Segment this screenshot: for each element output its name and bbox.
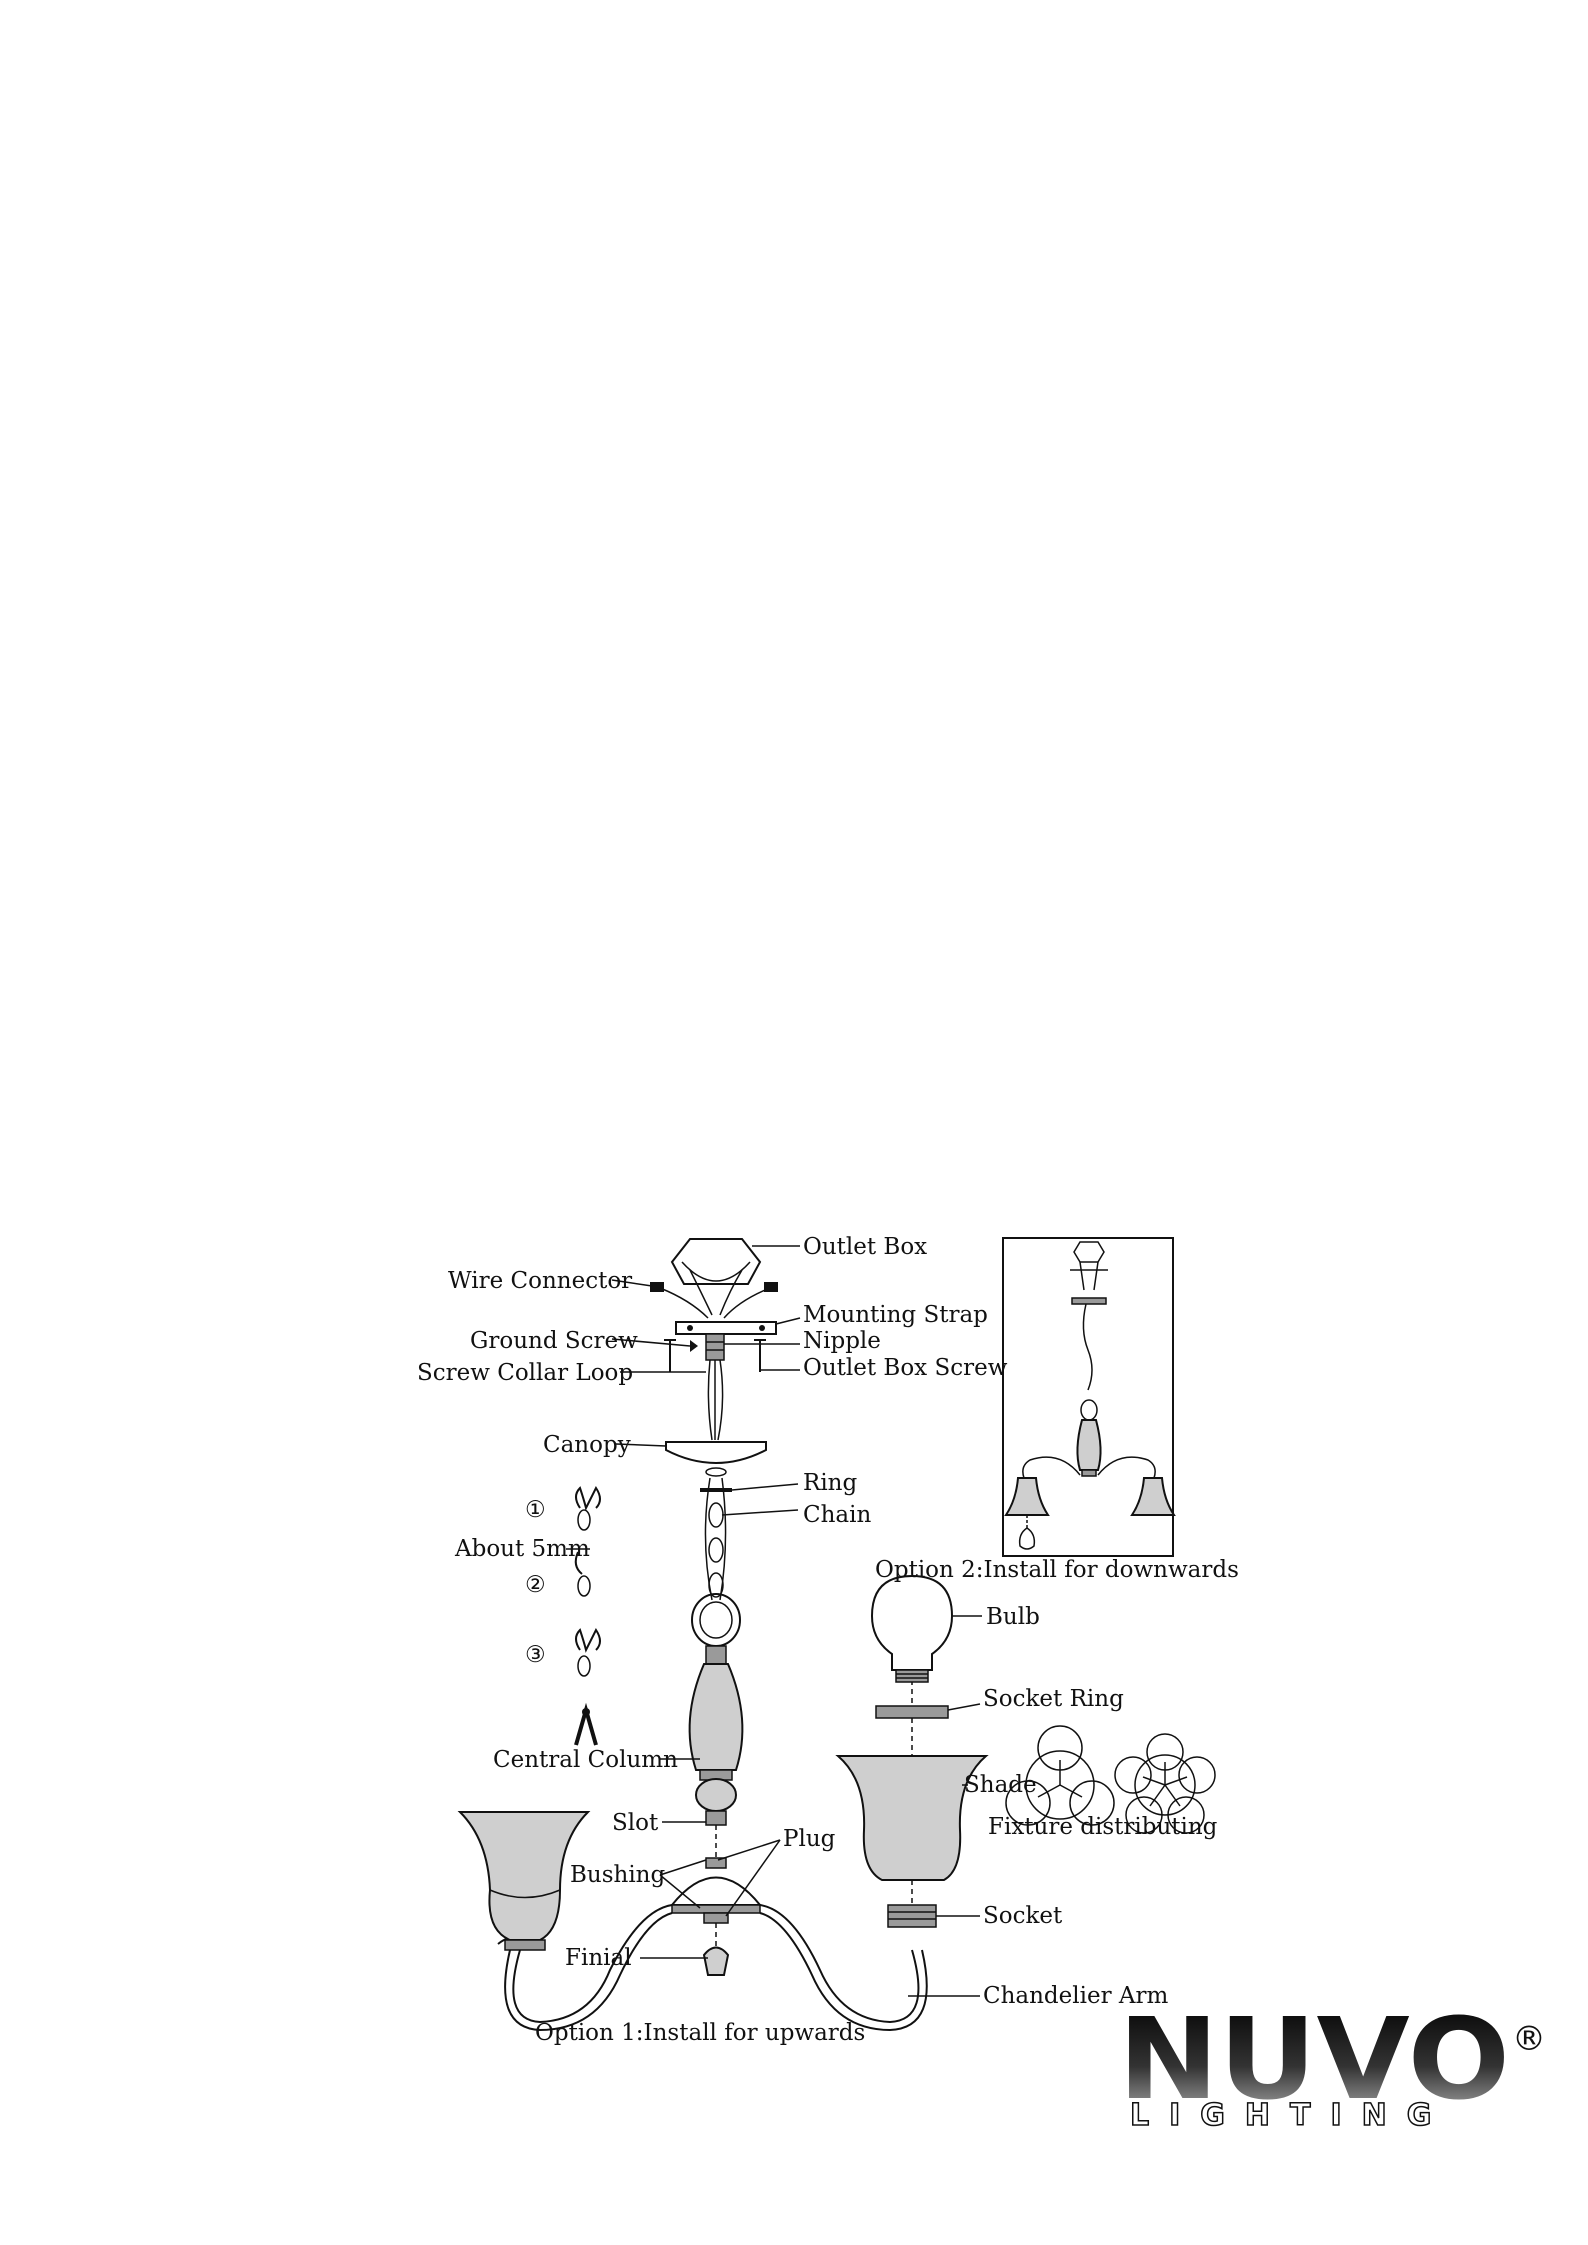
wire-connector-right xyxy=(764,1282,778,1292)
label-option2: Option 2:Install for downwards xyxy=(875,1557,1239,1583)
label-finial: Finial xyxy=(565,1945,632,1971)
label-ground-screw: Ground Screw xyxy=(470,1328,638,1354)
label-chandelier-arm: Chandelier Arm xyxy=(983,1983,1169,2009)
label-about-5mm: About 5mm xyxy=(454,1536,590,1562)
link-half-icon xyxy=(574,1551,591,1597)
label-bulb: Bulb xyxy=(986,1604,1040,1630)
link-closed-icon xyxy=(575,1628,601,1677)
link-open-icon xyxy=(575,1486,601,1531)
three-light-layout xyxy=(1005,1725,1115,1826)
chain-link-steps: ① ② ③ xyxy=(525,1486,601,1746)
chandelier-arm xyxy=(759,1904,920,2024)
label-wire-connector: Wire Connector xyxy=(448,1268,632,1294)
plug-top xyxy=(705,1857,727,1869)
label-canopy: Canopy xyxy=(543,1432,631,1458)
canopy xyxy=(665,1441,767,1464)
slot xyxy=(705,1810,727,1826)
shade xyxy=(835,1755,989,1881)
step-1-marker: ① xyxy=(525,1497,546,1523)
label-socket: Socket xyxy=(983,1903,1063,1929)
bulb xyxy=(870,1574,954,1671)
right-shade-exploded xyxy=(835,1574,989,1928)
label-shade: Shade xyxy=(964,1772,1037,1798)
label-slot: Slot xyxy=(612,1810,659,1836)
label-chain: Chain xyxy=(803,1502,871,1528)
ground-screw xyxy=(690,1340,698,1352)
label-ring: Ring xyxy=(803,1470,857,1496)
socket xyxy=(887,1904,937,1928)
plug-bottom xyxy=(703,1912,729,1924)
outlet-box xyxy=(670,1238,762,1285)
labels: Outlet Box Wire Connector Mounting Strap… xyxy=(417,1234,1239,2046)
label-bushing: Bushing xyxy=(570,1862,666,1888)
pliers-icon xyxy=(574,1702,598,1746)
label-screw-collar-loop: Screw Collar Loop xyxy=(417,1360,633,1386)
label-plug: Plug xyxy=(783,1826,836,1852)
nuvo-lighting-logo: NUVO ® LIGHTING xyxy=(1118,1995,1546,2134)
label-nipple: Nipple xyxy=(803,1328,881,1354)
label-outlet-box: Outlet Box xyxy=(803,1234,927,1260)
label-option1: Option 1:Install for upwards xyxy=(535,2020,865,2046)
nipple xyxy=(705,1333,725,1361)
option2-frame xyxy=(1002,1237,1174,1557)
chandelier-body xyxy=(669,1857,763,1976)
fixture-distribution-diagrams xyxy=(1005,1725,1216,1834)
label-outlet-box-screw: Outlet Box Screw xyxy=(803,1355,1008,1381)
wire-connector-left xyxy=(650,1282,664,1292)
step-2-marker: ② xyxy=(525,1572,546,1598)
option2-inset xyxy=(1002,1237,1176,1557)
logo-subtitle: LIGHTING xyxy=(1130,2098,1451,2133)
canopy-and-chain xyxy=(665,1441,767,1601)
chandelier-arms xyxy=(497,1904,928,2032)
logo-wordmark: NUVO xyxy=(1118,1995,1510,2125)
label-mounting-strap: Mounting Strap xyxy=(803,1302,988,1328)
left-shade xyxy=(457,1811,591,1951)
step-3-marker: ③ xyxy=(525,1642,546,1668)
leader-lines xyxy=(611,1245,982,1997)
socket-ring xyxy=(875,1705,949,1719)
five-light-layout xyxy=(1114,1733,1216,1834)
mounting-strap xyxy=(675,1321,777,1335)
screw-collar-loop xyxy=(707,1359,724,1441)
label-fixture-distributing: Fixture distributing xyxy=(988,1814,1218,1840)
finial xyxy=(702,1946,730,1976)
label-central-column: Central Column xyxy=(493,1747,678,1773)
outlet-box-assembly xyxy=(650,1238,778,1441)
bushing xyxy=(671,1904,761,1914)
label-socket-ring: Socket Ring xyxy=(983,1686,1124,1712)
registered-mark: ® xyxy=(1512,2019,1546,2059)
central-column xyxy=(688,1593,744,1870)
